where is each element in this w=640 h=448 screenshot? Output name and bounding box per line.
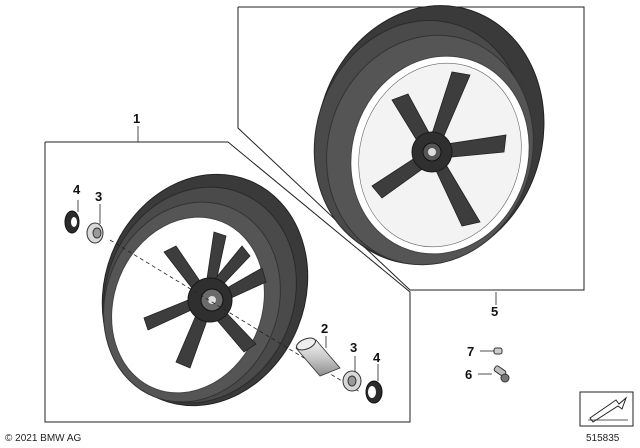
callout-7: 7 xyxy=(467,344,474,359)
right-spacer xyxy=(342,370,362,392)
callout-1: 1 xyxy=(133,111,140,126)
copyright-text: © 2021 BMW AG xyxy=(5,433,82,444)
callout-3-left: 3 xyxy=(95,189,102,204)
rear-wheel xyxy=(313,5,545,266)
left-seal-ring xyxy=(64,210,80,234)
leader-lines xyxy=(77,126,497,381)
callout-3-right: 3 xyxy=(350,340,357,355)
rear-wheel-frame xyxy=(237,6,585,291)
callout-4-left: 4 xyxy=(73,182,81,197)
diagram-number: 515835 xyxy=(586,433,620,444)
arrow-icon xyxy=(579,391,634,427)
right-seal-ring xyxy=(365,380,383,404)
front-wheel-frame xyxy=(44,141,411,423)
callout-6: 6 xyxy=(465,367,472,382)
left-spacer xyxy=(86,222,104,244)
callout-5: 5 xyxy=(491,304,498,319)
callout-4-right: 4 xyxy=(373,350,381,365)
callout-2: 2 xyxy=(321,321,328,336)
tyre-valve xyxy=(493,365,510,383)
valve-cap xyxy=(493,347,503,355)
axle-sleeve xyxy=(295,337,341,377)
